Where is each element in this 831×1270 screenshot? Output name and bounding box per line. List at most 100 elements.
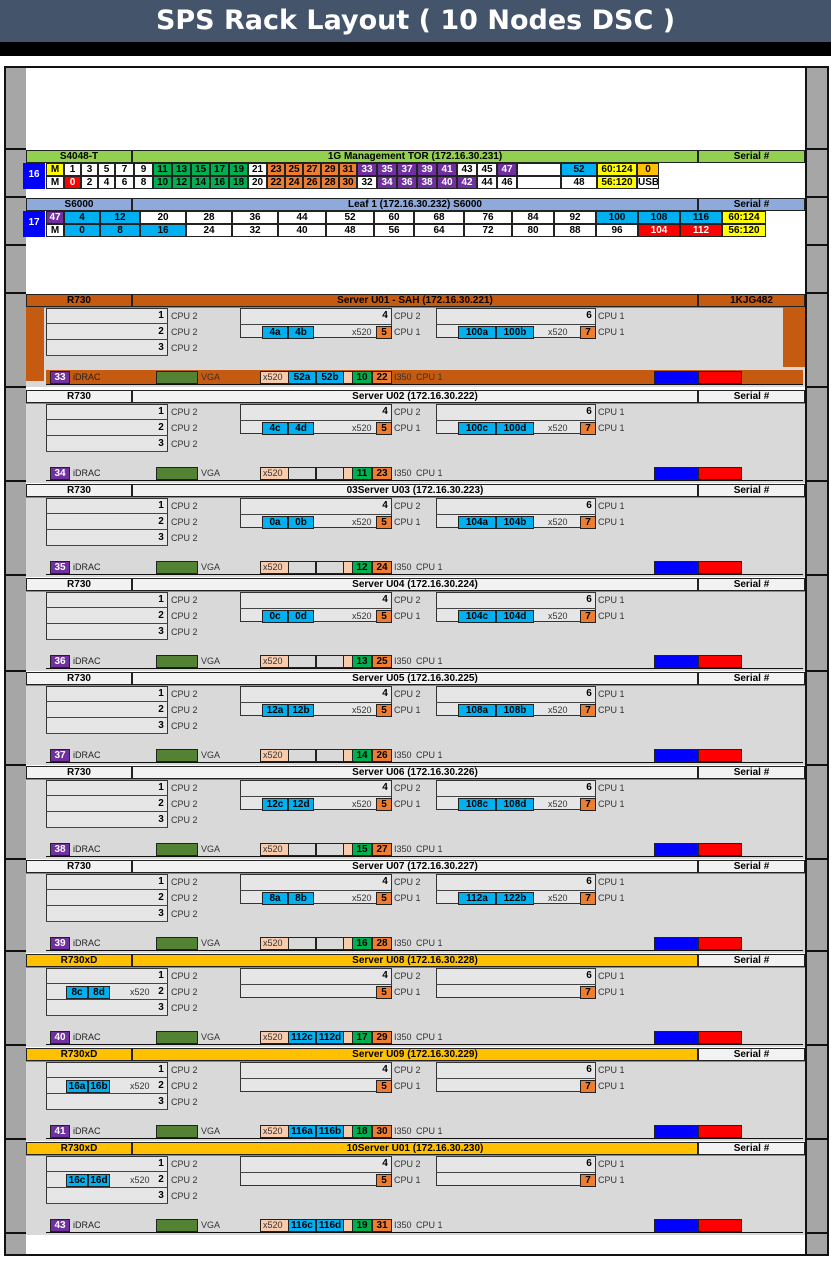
idrac-port-number: 39: [50, 937, 70, 950]
nic-port-c: 108c: [458, 798, 496, 811]
slot-number: 3: [158, 720, 164, 731]
riser-middle-line: [240, 324, 392, 325]
slot5-x520: x520: [352, 893, 372, 903]
u17-port-bottom-4: 24: [186, 224, 232, 237]
x520-port-a: [288, 843, 316, 856]
slot-cpu-label: CPU 2: [171, 611, 198, 621]
slot6-cpu: CPU 1: [598, 501, 625, 511]
slot6-cpu: CPU 1: [598, 877, 625, 887]
riser-left: [46, 498, 168, 546]
nic-port-b: 4d: [288, 422, 314, 435]
slot-row-line: [46, 608, 168, 624]
slot5-number: 5: [376, 986, 392, 999]
idrac-port-number: 33: [50, 371, 70, 384]
slot6-number: 6: [586, 1064, 592, 1075]
u16-port-bottom-24: 46: [497, 176, 517, 189]
slot7-number: 7: [580, 516, 596, 529]
i350-port-2: 25: [372, 655, 392, 668]
u17-port-top-16: 60:124: [722, 211, 766, 224]
nic-port-c: 100a: [458, 326, 496, 339]
u16-port-bottom-17: 32: [357, 176, 377, 189]
slot-cpu-label: CPU 2: [171, 517, 198, 527]
nic-port-c: 108a: [458, 704, 496, 717]
u17-port-top-2: 12: [100, 211, 140, 224]
u16-port-bottom-22: 42: [457, 176, 477, 189]
idrac-label: iDRAC: [73, 1126, 101, 1136]
slot5-cpu: CPU 1: [394, 799, 421, 809]
idrac-label: iDRAC: [73, 562, 101, 572]
i350-port-1: 15: [352, 843, 372, 856]
slot-row-line: [46, 1062, 168, 1078]
idrac-label: iDRAC: [73, 844, 101, 854]
slot-cpu-label: CPU 2: [171, 1191, 198, 1201]
slot5-x520: x520: [352, 327, 372, 337]
rear-panel: [46, 370, 803, 385]
rear-panel: [46, 936, 803, 951]
psu-red: [698, 371, 742, 384]
riser-right-line: [436, 890, 596, 891]
psu-red: [698, 749, 742, 762]
slot6-cpu: CPU 1: [598, 689, 625, 699]
vga-port: [156, 655, 198, 668]
slot6-number: 6: [586, 970, 592, 981]
slot7-cpu: CPU 1: [598, 705, 625, 715]
i350-cpu-label: CPU 1: [416, 844, 443, 854]
server-model: R730: [26, 766, 132, 779]
slot7-cpu: CPU 1: [598, 517, 625, 527]
slot5-number: 5: [376, 516, 392, 529]
right-rack-rail: [805, 66, 829, 1256]
i350-port-1: 12: [352, 561, 372, 574]
x520-port-a: 52a: [288, 371, 316, 384]
riser-middle-line: [240, 984, 392, 985]
psu-blue: [654, 467, 698, 480]
slot-row-line: [46, 624, 168, 640]
nic-port-d: 108d: [496, 798, 534, 811]
slot6-number: 6: [586, 500, 592, 511]
psu-red: [698, 561, 742, 574]
u16-port-top-25: [517, 163, 561, 176]
i350-cpu-label: CPU 1: [416, 468, 443, 478]
u16-port-top-22: 43: [457, 163, 477, 176]
server-model: R730: [26, 390, 132, 403]
x520-port-a: [288, 749, 316, 762]
nic-port-a: 16a: [66, 1080, 88, 1093]
slot4-cpu: CPU 2: [394, 877, 421, 887]
slot-cpu-label: CPU 2: [171, 1159, 198, 1169]
i350-label: I350: [394, 1220, 412, 1230]
server-model: R730: [26, 484, 132, 497]
riser-right-line: [436, 1078, 596, 1079]
riser-right-line: [436, 324, 596, 325]
slot5-number: 5: [376, 798, 392, 811]
riser-right: [436, 968, 596, 998]
slot-cpu-label: CPU 2: [171, 783, 198, 793]
u16-port-top-21: 41: [437, 163, 457, 176]
slot-cpu-label: CPU 2: [171, 311, 198, 321]
server-title: Server U02 (172.16.30.222): [132, 390, 698, 403]
i350-port-2: 22: [372, 371, 392, 384]
slot7-x520: x520: [548, 893, 568, 903]
sah-frame-left: [26, 307, 44, 381]
i350-label: I350: [394, 372, 412, 382]
x520-label: x520: [263, 468, 283, 478]
rear-panel: [46, 654, 803, 669]
riser-left: [46, 404, 168, 452]
slot-cpu-label: CPU 2: [171, 423, 198, 433]
u16-port-bottom-18: 34: [377, 176, 397, 189]
u17-port-bottom-14: 104: [638, 224, 680, 237]
slot7-number: 7: [580, 610, 596, 623]
u16-port-bottom-12: 22: [267, 176, 285, 189]
u16-port-bottom-8: 14: [191, 176, 210, 189]
u16-port-bottom-20: 38: [417, 176, 437, 189]
slot-cpu-label: CPU 2: [171, 705, 198, 715]
idrac-label: iDRAC: [73, 1220, 101, 1230]
slot-cpu-label: CPU 2: [171, 971, 198, 981]
i350-port-1: 19: [352, 1219, 372, 1232]
server-serial: 1KJG482: [698, 294, 805, 307]
u17-port-top-5: 36: [232, 211, 278, 224]
riser-right: [436, 1156, 596, 1186]
nic-port-b: 8b: [288, 892, 314, 905]
i350-port-2: 30: [372, 1125, 392, 1138]
slot7-cpu: CPU 1: [598, 611, 625, 621]
u17-port-top-12: 92: [554, 211, 596, 224]
